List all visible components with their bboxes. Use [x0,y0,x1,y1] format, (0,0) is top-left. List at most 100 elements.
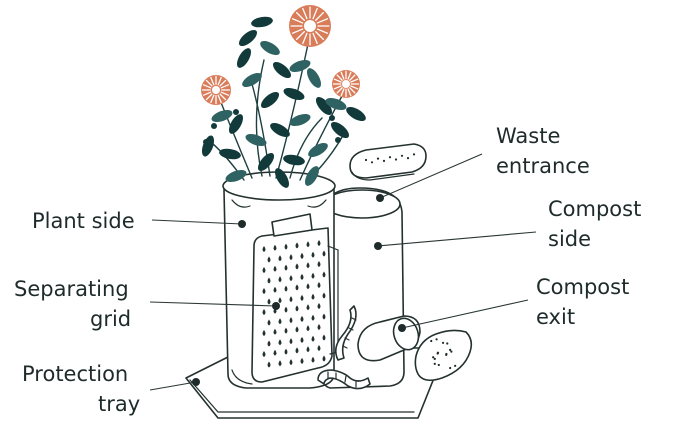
grid-hole [273,244,277,251]
leaf-icon [325,97,347,111]
grid-hole [295,263,299,270]
label-waste-entrance-2: entrance [496,154,590,178]
grid-hole [267,340,271,347]
grid-hole [317,261,321,267]
grid-hole [289,254,293,261]
leaf-icon [270,123,290,137]
leaf-icon [257,152,275,172]
grid-hole [306,241,310,248]
leaf-icon [225,169,247,183]
grid-hole [300,252,304,259]
grid-hole [267,361,271,368]
plant [201,5,366,188]
grid-hole [300,336,304,343]
grid-hole [284,285,288,292]
leaf-icon [283,154,305,166]
grid-hole [322,292,326,299]
grid-hole [267,298,271,305]
leaf-icon [260,91,280,109]
grid-hole [262,351,266,357]
grid-hole [278,276,282,283]
grid-hole [295,347,299,354]
grid-hole [311,251,315,258]
grid-hole [311,335,315,342]
leaf-icon [275,168,289,188]
grid-hole [262,246,266,252]
label-separating-grid: Separating [14,277,129,301]
grid-hole [295,305,299,312]
grid-hole [306,262,310,269]
leaf-icon [307,68,321,88]
grid-hole [278,339,282,346]
label-compost-exit-2: exit [536,305,575,329]
leaf-icon [272,61,292,79]
label-compost-side: Compost [548,197,641,221]
grid-hole [284,348,288,355]
worm-icon [317,369,371,390]
grid-hole [273,265,277,272]
grid-hole [322,250,326,257]
grid-hole [300,315,304,322]
grid-hole [267,319,271,326]
label-plant-side: Plant side [32,209,135,233]
grid-hole [273,328,277,335]
grid-hole [278,360,282,367]
grid-hole [311,293,315,300]
leaf-icon [242,73,262,87]
grid-hole [284,306,288,313]
grid-hole [278,297,282,304]
grid-hole [306,325,310,332]
grid-hole [300,273,304,280]
grid-hole [289,296,293,303]
leaf-icon [289,113,311,127]
label-compost-side-2: side [548,227,591,251]
leaf-icon [305,166,319,186]
leaf-icon [229,114,243,134]
grid-hole [295,284,299,291]
grid-hole [317,282,321,288]
grid-hole [273,349,277,356]
grid-hole [322,355,326,362]
grid-hole [284,243,288,250]
leaf-icon [211,109,233,123]
leaf-icon [289,59,311,73]
grid-hole [322,313,326,320]
leaf-icon [346,107,366,121]
grid-hole [267,277,271,284]
grid-hole [278,255,282,262]
grid-hole [289,338,293,345]
leader-lines [149,153,537,391]
leaf-icon [245,133,267,147]
grid-hole [262,309,266,315]
grid-hole [262,288,266,294]
separating-grid [251,213,339,383]
worm-icon [334,305,357,361]
grid-hole [295,326,299,333]
grid-holes [262,240,326,368]
grid-hole [289,317,293,324]
waste-lid-icon [349,143,427,181]
grid-hole [317,303,321,309]
label-compost-exit: Compost [536,275,629,299]
grid-hole [306,346,310,353]
grid-hole [322,334,326,341]
leaf-icon [237,48,251,68]
grid-hole [289,275,293,282]
grid-hole [317,345,321,351]
grid-hole [300,294,304,301]
grid-hole [284,327,288,334]
grid-hole [295,242,299,249]
grid-hole [311,272,315,279]
grid-hole [273,286,277,293]
grid-hole [317,240,321,246]
leaf-icon [308,143,328,157]
leaf-icon [315,96,333,116]
leaf-icon [238,29,258,47]
grid-hole [311,356,315,363]
leaf-icon [201,135,215,157]
grid-hole [289,359,293,366]
grid-hole [267,256,271,263]
grid-hole [262,267,266,273]
label-protection-tray: Protection [22,362,128,386]
